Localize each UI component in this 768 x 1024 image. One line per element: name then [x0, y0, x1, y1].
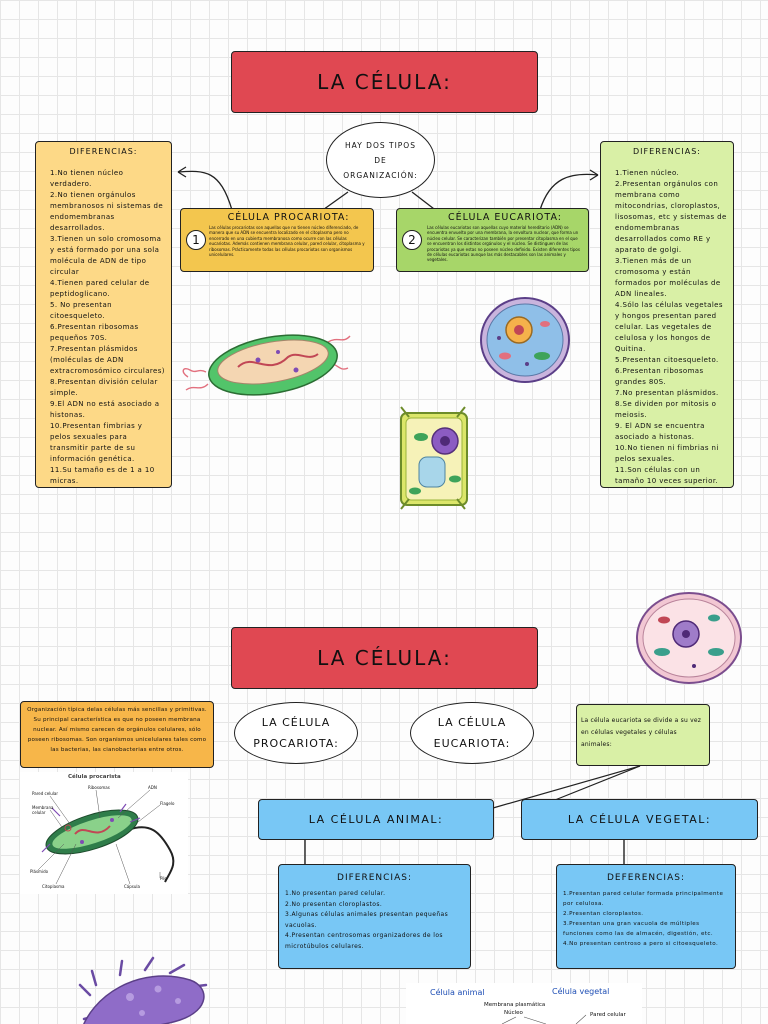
- procariota-oval-text: LA CÉLULA PROCARIOTA:: [253, 716, 339, 750]
- list-item: 9. El ADN se encuentra asociado a histon…: [615, 422, 705, 441]
- diagram-label: Membrana celular: [32, 805, 54, 815]
- list-item: 1.Presentan pared celular formada princi…: [563, 891, 724, 907]
- list-item: 3.Algunas células animales presentan peq…: [285, 911, 449, 929]
- procariota-diagram-drawing: [37, 789, 175, 885]
- procariota-box: 1 CÉLULA PROCARIOTA: Las células procari…: [180, 208, 374, 272]
- diagram-label: ADN: [148, 785, 157, 790]
- eucariota-oval-text: LA CÉLULA EUCARIOTA:: [433, 716, 511, 750]
- section2-title-text: LA CÉLULA:: [317, 646, 452, 670]
- list-item: 3.Tienen más de un cromosoma y están for…: [615, 257, 721, 298]
- list-item: 3.Presentan una gran vacuola de múltiple…: [563, 921, 714, 937]
- animal-differences-list: 1.No presentan pared celular. 2.No prese…: [285, 889, 464, 952]
- list-item: 4.Sólo las células vegetales y hongos pr…: [615, 301, 723, 353]
- animal-cell-label: Célula animal: [430, 988, 485, 997]
- list-item: 10.Presentan fimbrias y pelos sexuales p…: [50, 422, 143, 463]
- list-item: 7.No presentan plásmidos.: [615, 389, 719, 397]
- procariota-differences-header: DIFERENCIAS:: [69, 147, 138, 156]
- eucariota-text: Las células eucariotas son aquellas cuyo…: [427, 225, 580, 263]
- eucariota-description-box: La célula eucariota se divide a su vez e…: [576, 704, 710, 766]
- list-item: 10.No tienen ni fimbrias ni pelos sexual…: [615, 444, 719, 463]
- procariota-diagram-title: Célula procarista: [68, 774, 121, 780]
- list-item: 6.Presentan ribosomas pequeños 70S.: [50, 323, 139, 342]
- list-item: 8.Presentan división celular simple.: [50, 378, 158, 397]
- diagram-label: Pared celular: [590, 1012, 626, 1018]
- eucariota-oval: LA CÉLULA EUCARIOTA:: [410, 702, 534, 764]
- vegetal-differences-list: 1.Presentan pared celular formada princi…: [563, 889, 729, 949]
- list-item: 9.El ADN no está asociado a histonas.: [50, 400, 160, 419]
- section2-title: LA CÉLULA:: [231, 627, 538, 689]
- bacteria-illustration-2: [78, 956, 208, 1024]
- animal-differences-header: DIFERENCIAS:: [337, 873, 412, 883]
- eucariota-description-text: La célula eucariota se divide a su vez e…: [581, 717, 702, 748]
- animal-cell-title: LA CÉLULA ANIMAL:: [308, 813, 444, 826]
- diagram-label: Cápsula: [124, 884, 140, 889]
- diagram-label: Plásmido: [30, 869, 49, 874]
- vegetal-cell-label: Célula vegetal: [552, 987, 610, 996]
- procariota-text: Las células procariotas son aquellas que…: [209, 225, 365, 258]
- procariota-diagram: Célula procarista Ribosomas ADN Pared ce…: [20, 772, 188, 894]
- intro-oval-text: HAY DOS TIPOS DE ORGANIZACIÓN:: [343, 140, 418, 180]
- section1-title: LA CÉLULA:: [231, 51, 538, 113]
- animal-cell-illustration-2: [636, 592, 742, 684]
- cell-comparison-diagram: Célula animal Célula vegetal Membrana pl…: [406, 983, 642, 1024]
- diagram-label: Pilo: [160, 876, 167, 881]
- vegetal-cell-title-box: LA CÉLULA VEGETAL:: [521, 799, 758, 840]
- list-item: 1.No tienen núcleo verdadero.: [50, 169, 124, 188]
- diagram-label: Ribosomas: [88, 785, 110, 790]
- eucariota-differences-panel: DIFERENCIAS: 1.Tienen núcleo. 2.Presenta…: [600, 141, 734, 488]
- list-item: 11.Su tamaño es de 1 a 10 micras.: [50, 466, 155, 485]
- eucariota-box: 2 CÉLULA EUCARIOTA: Las células eucariot…: [396, 208, 589, 272]
- list-item: 2.No tienen orgánulos membranosos ni sis…: [50, 191, 164, 232]
- intro-oval: HAY DOS TIPOS DE ORGANIZACIÓN:: [326, 122, 435, 198]
- procariota-differences-list: 1.No tienen núcleo verdadero. 2.No tiene…: [42, 168, 165, 487]
- list-item: 4.Presentan centrosomas organizadores de…: [285, 932, 443, 950]
- animal-cell-illustration: [480, 297, 570, 383]
- list-item: 5.Presentan citoesqueleto.: [615, 356, 719, 364]
- procariota-description-box: Organización típica delas células más se…: [20, 701, 214, 768]
- eucariota-differences-header: DIFERENCIAS:: [633, 147, 701, 156]
- list-item: 2.No presentan cloroplastos.: [285, 900, 383, 908]
- bacteria-illustration: [182, 334, 351, 396]
- list-item: 5. No presentan citoesqueleto.: [50, 301, 112, 320]
- list-item: 6.Presentan ribosomas grandes 80S.: [615, 367, 704, 386]
- vegetal-cell-title: LA CÉLULA VEGETAL:: [567, 813, 712, 826]
- list-item: 2.Presentan orgánulos con membrana como …: [615, 180, 727, 254]
- procariota-number: 1: [186, 230, 206, 250]
- diagram-label: Citoplasma: [42, 884, 65, 889]
- diagram-label: Núcleo: [504, 1010, 523, 1016]
- list-item: 1.No presentan pared celular.: [285, 890, 386, 897]
- diagram-label: Flagelo: [160, 801, 175, 806]
- procariota-description-text: Organización típica delas células más se…: [27, 707, 207, 753]
- comparison-lines: [501, 1014, 587, 1024]
- list-item: 8.Se dividen por mitosis o meiosis.: [615, 400, 717, 419]
- animal-cell-title-box: LA CÉLULA ANIMAL:: [258, 799, 494, 840]
- list-item: 4.Tienen pared celular de peptidoglicano…: [50, 279, 150, 298]
- list-item: 1.Tienen núcleo.: [615, 169, 680, 177]
- procariota-oval: LA CÉLULA PROCARIOTA:: [234, 702, 358, 764]
- vegetal-differences-box: DEFERENCIAS: 1.Presentan pared celular f…: [556, 864, 736, 969]
- vegetal-differences-header: DEFERENCIAS:: [607, 873, 685, 883]
- list-item: 4.No presentan centroso a pero si citoes…: [563, 941, 719, 947]
- diagram-label: Membrana plasmática: [484, 1002, 546, 1008]
- list-item: 2.Presentan cloroplastos.: [563, 911, 644, 917]
- list-item: 11.Son células con un tamaño 10 veces su…: [615, 466, 719, 485]
- eucariota-title: CÉLULA EUCARIOTA:: [447, 212, 562, 223]
- diagram-label: Pared celular: [32, 791, 59, 796]
- section1-title-text: LA CÉLULA:: [317, 70, 452, 94]
- plant-cell-illustration: [400, 406, 468, 510]
- animal-differences-box: DIFERENCIAS: 1.No presentan pared celula…: [278, 864, 471, 969]
- list-item: 3.Tienen un solo cromosoma y está formad…: [50, 235, 162, 276]
- list-item: 7.Presentan plásmidos (moléculas de ADN …: [50, 345, 165, 375]
- procariota-title: CÉLULA PROCARIOTA:: [227, 212, 350, 223]
- eucariota-differences-list: 1.Tienen núcleo. 2.Presentan orgánulos c…: [607, 168, 727, 487]
- procariota-differences-panel: DIFERENCIAS: 1.No tienen núcleo verdader…: [35, 141, 172, 488]
- eucariota-number: 2: [402, 230, 422, 250]
